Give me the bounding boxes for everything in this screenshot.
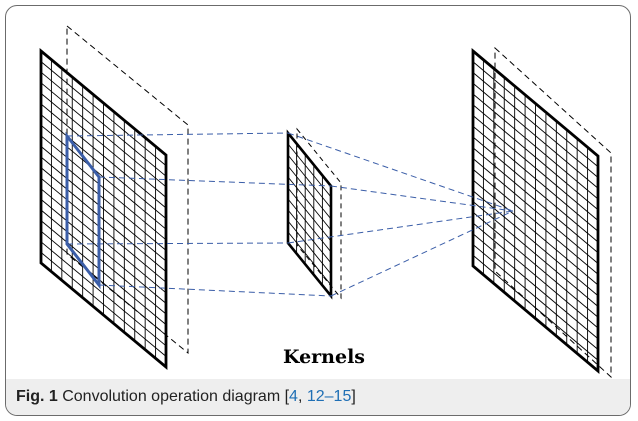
connector-line (98, 176, 332, 187)
kernel-grid (286, 129, 333, 300)
grid-line (472, 61, 599, 168)
citation-ref-1[interactable]: 4 (289, 388, 298, 405)
kernel-back-layer (296, 127, 342, 300)
grid-line (287, 209, 332, 264)
grid-line (287, 165, 332, 220)
grid-line (40, 135, 167, 241)
grid-line (472, 158, 599, 264)
connector-line (98, 284, 332, 297)
grid-line (472, 233, 599, 340)
connector-line (287, 132, 514, 212)
grid-line (40, 71, 167, 177)
grid-line (472, 244, 599, 350)
grid-line (40, 220, 167, 325)
input-feature-map-grid (39, 48, 168, 370)
citation-close-bracket: ] (351, 388, 356, 405)
grid-line (287, 154, 332, 209)
figure-frame: Kernels Fig. 1 Convolution operation dia… (5, 5, 631, 416)
grid-line (472, 201, 599, 307)
input-back-layer (66, 24, 189, 355)
grid-line (40, 156, 167, 262)
figure-caption: Fig. 1 Convolution operation diagram [4,… (6, 379, 630, 415)
grid-line (287, 176, 332, 231)
citation-separator: , (297, 388, 307, 405)
grid-line (40, 188, 167, 294)
grid-line (472, 147, 599, 254)
grid-line (472, 211, 599, 318)
output-feature-map-grid (471, 47, 600, 375)
citation-ref-2[interactable]: 12–15 (306, 388, 352, 405)
grid-line (40, 199, 167, 304)
grid-line (472, 168, 599, 275)
grid-line (472, 136, 599, 243)
grid-line (40, 252, 167, 357)
grid-border (471, 47, 600, 375)
grid-line (472, 72, 599, 178)
grid-line (472, 254, 599, 361)
figure-label: Fig. 1 (16, 388, 58, 405)
grid-line (40, 114, 167, 219)
grid-line (472, 93, 599, 200)
grid-line (40, 230, 167, 336)
citation-open-bracket: [ (284, 388, 290, 405)
grid-line (472, 125, 599, 232)
grid-line (40, 103, 167, 209)
grid-line (472, 104, 599, 211)
connector-line (330, 185, 514, 212)
grid-line (472, 82, 599, 189)
grid-line (287, 220, 332, 275)
grid-border (39, 48, 168, 370)
grid-line (40, 146, 167, 251)
output-back-layer (494, 46, 612, 379)
grid-line (40, 93, 167, 198)
grid-line (287, 187, 332, 242)
grid-line (287, 143, 332, 198)
grid-line (472, 222, 599, 329)
convolution-diagram (39, 24, 612, 379)
grid-line (40, 167, 167, 272)
connector-line (330, 210, 514, 297)
grid-line (472, 115, 599, 221)
grid-line (40, 241, 167, 347)
grid-line (287, 231, 332, 286)
grid-line (40, 177, 167, 283)
grid-line (40, 61, 167, 166)
grid-line (40, 82, 167, 188)
connector-line (287, 210, 514, 244)
connector-line (66, 242, 289, 245)
caption-text: Convolution operation diagram (57, 388, 285, 405)
connector-line (66, 132, 289, 137)
kernels-label: Kernels (282, 346, 365, 368)
grid-line (40, 209, 167, 315)
grid-line (287, 198, 332, 253)
grid-line (472, 179, 599, 286)
